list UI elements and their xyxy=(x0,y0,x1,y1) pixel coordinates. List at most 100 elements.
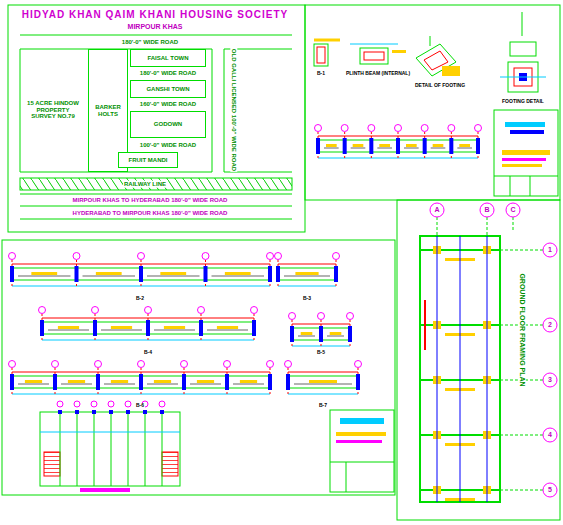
site-map xyxy=(8,5,305,232)
road-label: HYDERABAD TO MIRPOUR KHAS 180'-0" WIDE R… xyxy=(72,210,229,217)
beam-elevation xyxy=(182,374,186,390)
beam-elevation xyxy=(355,361,362,368)
footing-plan xyxy=(522,12,523,36)
beam-elevation xyxy=(25,380,42,383)
beam-elevation xyxy=(288,372,358,373)
beam-elevation xyxy=(9,361,274,397)
plinth-beam-section xyxy=(364,52,384,60)
beam-elevation xyxy=(268,374,272,390)
beam-elevation xyxy=(319,326,323,342)
beam-elevation xyxy=(278,268,336,280)
floor-plan-grid xyxy=(145,412,146,486)
beam-section xyxy=(317,47,325,63)
beam-elevation xyxy=(267,253,274,260)
schedule-table xyxy=(336,440,382,443)
schedule-table xyxy=(494,110,558,196)
beam-elevation xyxy=(207,330,248,331)
detail-label: DETAIL OF FOOTING xyxy=(414,83,466,89)
beam-elevation xyxy=(10,374,14,390)
grid-label: 1 xyxy=(547,246,553,254)
grid-label: 5 xyxy=(547,486,553,494)
grid-label: 4 xyxy=(547,431,553,439)
beam-elevation xyxy=(288,394,358,395)
beam-elevation xyxy=(181,361,188,368)
grid-label: A xyxy=(433,206,440,214)
beam-elevation xyxy=(353,144,364,147)
beam-elevation xyxy=(217,326,238,329)
floor-plan-grid xyxy=(75,410,79,414)
beam-elevation xyxy=(476,138,480,154)
beam-elevation xyxy=(240,380,257,383)
beam-elevation xyxy=(298,336,315,337)
detail-label: B-2 xyxy=(135,296,145,302)
schedule-table xyxy=(494,176,558,196)
beam-elevation xyxy=(252,320,256,336)
grid-bubble xyxy=(506,203,520,217)
floor-plan-grid xyxy=(58,410,62,414)
schedule-table xyxy=(510,130,544,134)
framing-grid xyxy=(460,236,461,502)
beam-elevation xyxy=(18,384,49,385)
floor-plan-grid xyxy=(109,410,113,414)
floor-plan-grid xyxy=(57,401,63,407)
block-name: FAISAL TOWN xyxy=(147,55,188,62)
repeated-structure xyxy=(9,125,558,503)
framing-grid xyxy=(543,318,557,332)
beam-section xyxy=(314,40,340,66)
beam-elevation xyxy=(278,264,336,265)
floor-plan-grid xyxy=(60,412,61,486)
beam-elevation xyxy=(267,361,274,368)
schedule-table xyxy=(494,110,558,196)
beam-elevation xyxy=(348,326,352,342)
beam-elevation xyxy=(197,380,214,383)
beam-elevation xyxy=(276,266,280,282)
beam-elevation xyxy=(147,384,178,385)
floor-plan xyxy=(44,452,60,476)
detail-label: FOOTING DETAIL xyxy=(501,99,545,105)
beam-elevation xyxy=(92,307,99,314)
beam-elevation xyxy=(295,272,318,275)
road-label: 180'-0" WIDE ROAD xyxy=(121,39,179,46)
grid-label: 2 xyxy=(547,321,553,329)
beam-elevation xyxy=(139,266,143,282)
beam-elevation xyxy=(379,144,390,147)
road-label: MIRPOUR KHAS TO HYDERABAD 180'-0" WIDE R… xyxy=(72,197,229,204)
beam-elevation xyxy=(457,148,472,149)
floor-plan-grid xyxy=(128,412,129,486)
floor-plan xyxy=(80,488,130,492)
beam-elevation xyxy=(39,307,258,343)
grid-bubble xyxy=(430,203,444,217)
road-label: 160'-0" WIDE ROAD xyxy=(139,101,197,108)
footing-detail xyxy=(442,66,460,76)
floor-plan-grid xyxy=(94,412,95,486)
beam-elevation xyxy=(406,144,417,147)
beam-elevation xyxy=(75,266,79,282)
beam-elevation xyxy=(225,374,229,390)
block-name: BARKER HOLTS xyxy=(90,104,126,118)
footing-detail xyxy=(416,36,460,76)
detail-label: PLINTH BEAM (INTERNAL) xyxy=(345,71,411,77)
detail-label: B-6 xyxy=(135,403,145,409)
framing-grid xyxy=(543,428,557,442)
beam-elevation xyxy=(212,276,265,277)
beam-elevation xyxy=(423,138,427,154)
detail-label: GROUND FLOOR FRAMING PLAN xyxy=(518,272,526,387)
beam-elevation xyxy=(111,380,128,383)
beam-elevation xyxy=(330,332,342,335)
floor-plan-grid xyxy=(77,412,78,486)
road-label: OLD GALLI LICENSED 100'-0" WIDE ROAD xyxy=(231,48,238,172)
beam-elevation xyxy=(318,313,325,320)
floor-plan-grid xyxy=(143,410,147,414)
framing-grid xyxy=(500,250,543,251)
beam-elevation xyxy=(154,380,171,383)
beam-elevation xyxy=(53,374,57,390)
block-name: GANSHI TOWN xyxy=(146,86,189,93)
detail-sheet xyxy=(305,5,560,200)
beam-elevation xyxy=(138,253,145,260)
beam-elevation xyxy=(289,313,296,320)
beam-elevation xyxy=(10,266,14,282)
beam-elevation xyxy=(369,138,373,154)
plot-block: GANSHI TOWN xyxy=(130,80,206,98)
beam-elevation xyxy=(96,374,100,390)
